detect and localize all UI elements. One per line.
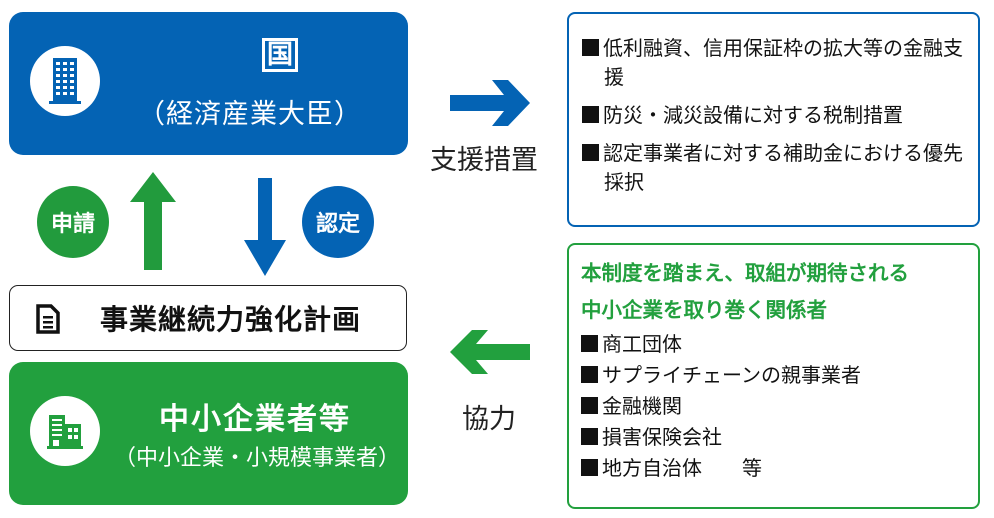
sme-subtitle: （中小企業・小規模事業者） [113, 446, 400, 471]
support-item: 認定事業者に対する補助金における優先採択 [582, 139, 968, 197]
bullet-square-icon [581, 335, 598, 352]
left-arrow-icon [450, 330, 530, 374]
stakeholder-item: 損害保険会社 [581, 422, 970, 453]
stakeholder-item: 地方自治体 等 [581, 453, 970, 484]
bullet-square-icon [581, 397, 598, 414]
government-title: 国 [200, 38, 360, 72]
bullet-square-icon [581, 459, 598, 476]
support-label: 支援措置 [430, 145, 538, 176]
small-building-icon [30, 396, 100, 466]
office-building-icon [30, 46, 100, 116]
cooperation-label: 協力 [462, 404, 516, 435]
support-item: 低利融資、信用保証枠の拡大等の金融支援 [582, 34, 968, 92]
bullet-square-icon [582, 144, 599, 161]
government-subtitle: （経済産業大臣） [138, 99, 362, 130]
stakeholders-heading-line2: 中小企業を取り巻く関係者 [581, 298, 827, 322]
support-item: 防災・減災設備に対する税制措置 [582, 101, 968, 130]
up-arrow-icon [130, 172, 176, 270]
bullet-square-icon [582, 39, 599, 56]
stakeholder-item: 金融機関 [581, 391, 970, 422]
stakeholder-item: 商工団体 [581, 329, 970, 360]
stakeholders-heading-line1: 本制度を踏まえ、取組が期待される [581, 261, 909, 285]
stakeholder-item: サプライチェーンの親事業者 [581, 360, 970, 391]
apply-badge: 申請 [37, 186, 109, 258]
plan-title: 事業継続力強化計画 [100, 303, 362, 336]
plan-box [9, 285, 407, 351]
support-measures-box: 低利融資、信用保証枠の拡大等の金融支援 防災・減災設備に対する税制措置 認定事業… [567, 12, 980, 227]
document-icon [36, 304, 60, 338]
down-arrow-icon [244, 178, 286, 276]
certify-badge: 認定 [302, 186, 374, 258]
bullet-square-icon [581, 366, 598, 383]
sme-title: 中小企業者等 [159, 402, 351, 437]
bullet-square-icon [582, 106, 599, 123]
stakeholders-box: 本制度を踏まえ、取組が期待される 中小企業を取り巻く関係者 商工団体 サプライチ… [567, 243, 980, 509]
right-arrow-icon [450, 80, 530, 126]
bullet-square-icon [581, 428, 598, 445]
